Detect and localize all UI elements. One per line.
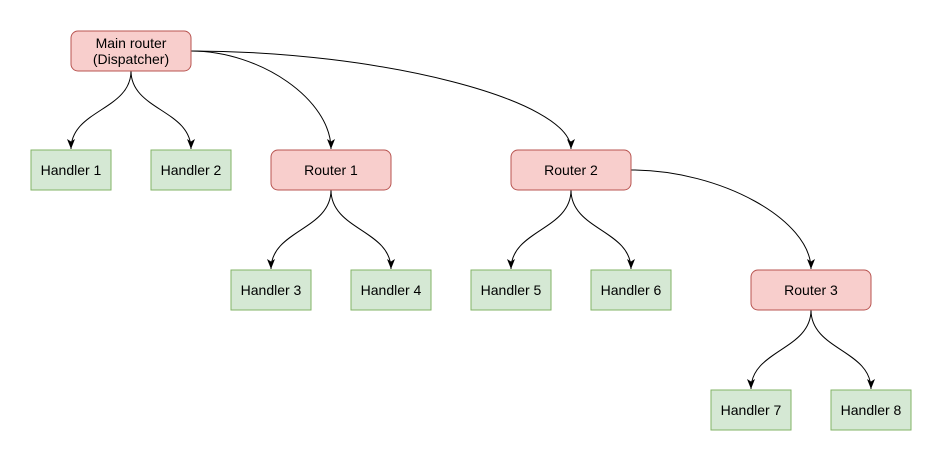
edge-router-2-to-handler-6 xyxy=(570,189,635,270)
node-router-2: Router 2 xyxy=(510,149,632,191)
node-router-1: Router 1 xyxy=(270,149,392,191)
edge-main-router-to-router-1 xyxy=(190,50,335,150)
node-handler-6-label: Handler 6 xyxy=(601,282,662,298)
node-handler-5-label: Handler 5 xyxy=(481,282,542,298)
edge-router-1-to-handler-3 xyxy=(267,189,332,270)
node-handler-7-shape xyxy=(710,389,792,431)
node-handler-2-shape xyxy=(150,149,232,191)
edge-main-router-to-handler-1 xyxy=(67,70,132,150)
node-handler-6-shape xyxy=(590,269,672,311)
node-handler-6: Handler 6 xyxy=(590,269,672,311)
node-router-2-label: Router 2 xyxy=(544,162,598,178)
node-handler-8-label: Handler 8 xyxy=(841,402,902,418)
edge-router-2-to-handler-5 xyxy=(507,189,572,270)
node-handler-3: Handler 3 xyxy=(230,269,312,311)
node-main-router-label-line2: (Dispatcher) xyxy=(93,51,169,67)
node-handler-5-shape xyxy=(470,269,552,311)
edge-router-1-to-handler-4 xyxy=(330,189,395,270)
edge-router-2-to-router-3 xyxy=(630,169,815,270)
node-handler-1-label: Handler 1 xyxy=(41,162,102,178)
node-handler-5: Handler 5 xyxy=(470,269,552,311)
node-handler-1-shape xyxy=(30,149,112,191)
edges-layer xyxy=(67,50,875,390)
node-router-3-label: Router 3 xyxy=(784,282,838,298)
node-router-3: Router 3 xyxy=(750,269,872,311)
node-handler-8-shape xyxy=(830,389,912,431)
edge-router-3-to-handler-7 xyxy=(747,309,812,390)
node-handler-7-label: Handler 7 xyxy=(721,402,782,418)
node-handler-3-shape xyxy=(230,269,312,311)
node-main-router: Main router (Dispatcher) xyxy=(70,30,192,72)
node-handler-4-shape xyxy=(350,269,432,311)
node-main-router-shape xyxy=(70,30,192,72)
node-handler-3-label: Handler 3 xyxy=(241,282,302,298)
node-router-3-shape xyxy=(750,269,872,311)
edge-main-router-to-router-2 xyxy=(190,50,575,150)
edge-router-3-to-handler-8 xyxy=(810,309,875,390)
node-handler-2: Handler 2 xyxy=(150,149,232,191)
node-handler-1: Handler 1 xyxy=(30,149,112,191)
node-handler-2-label: Handler 2 xyxy=(161,162,222,178)
node-main-router-label-line1: Main router xyxy=(96,35,167,51)
node-router-1-shape xyxy=(270,149,392,191)
node-router-1-label: Router 1 xyxy=(304,162,358,178)
edge-main-router-to-handler-2 xyxy=(130,70,195,150)
node-handler-8: Handler 8 xyxy=(830,389,912,431)
node-handler-4: Handler 4 xyxy=(350,269,432,311)
node-handler-4-label: Handler 4 xyxy=(361,282,422,298)
node-handler-7: Handler 7 xyxy=(710,389,792,431)
node-router-2-shape xyxy=(510,149,632,191)
